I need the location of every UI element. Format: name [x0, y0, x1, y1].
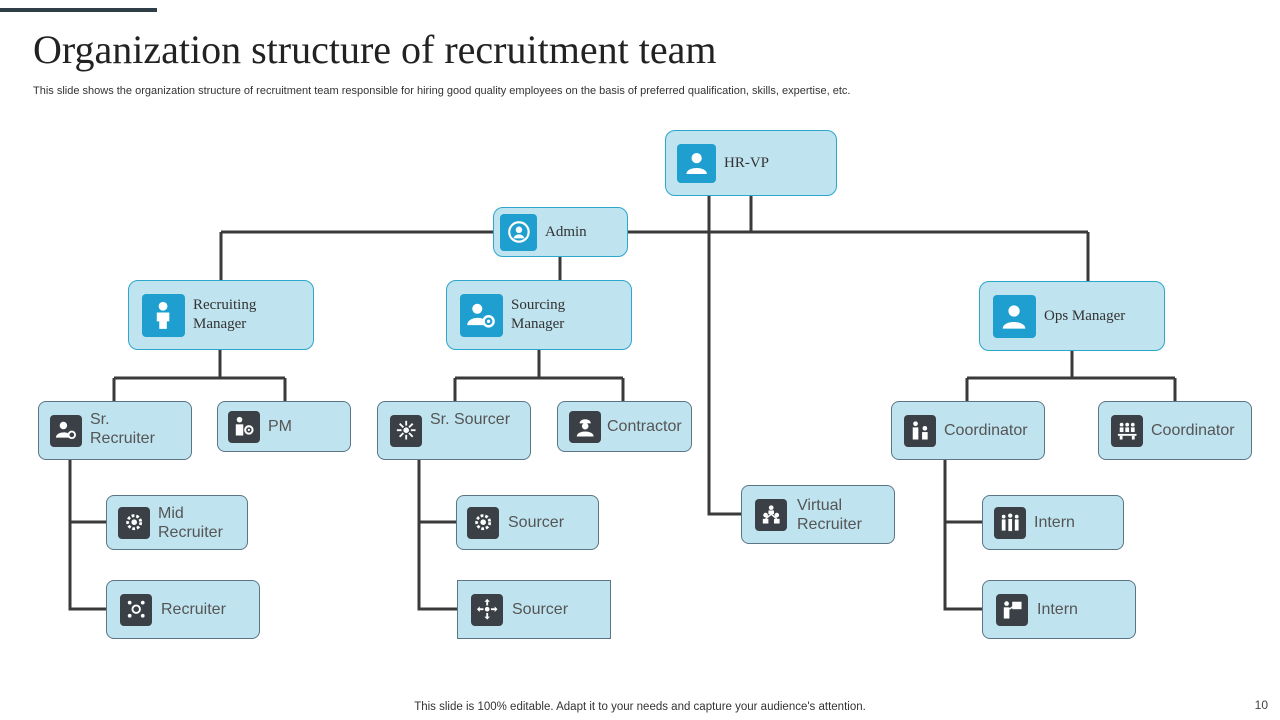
- node-sourcer-1: Sourcer: [456, 495, 599, 550]
- node-label: Intern: [1037, 601, 1078, 618]
- node-mid-recruiter: Mid Recruiter: [106, 495, 248, 550]
- people-gear-icon: [120, 593, 152, 626]
- node-label: PM: [268, 418, 292, 435]
- people-icon: [904, 414, 936, 447]
- node-label: Admin: [545, 223, 587, 240]
- user-gear-icon: [460, 293, 503, 337]
- node-hr-vp: HR-VP: [665, 130, 837, 196]
- node-label: Ops Manager: [1044, 307, 1126, 324]
- connector-sr-recruiter-down: [68, 460, 106, 611]
- node-label: Sr. Sourcer: [430, 411, 511, 428]
- gear-icon: [118, 506, 150, 539]
- node-label: Recruiting Manager: [193, 297, 257, 332]
- node-coordinator-1: Coordinator: [891, 401, 1045, 460]
- page-number: 10: [1254, 698, 1268, 712]
- person-gear-icon: [228, 410, 260, 443]
- user-icon: [993, 294, 1036, 338]
- node-label: Sourcer: [508, 514, 565, 531]
- node-ops-manager: Ops Manager: [979, 281, 1165, 351]
- network-icon: [390, 414, 422, 447]
- connector-to-virtual-recruiter: [707, 196, 741, 516]
- slide-title: Organization structure of recruitment te…: [33, 27, 717, 72]
- hierarchy-icon: [755, 498, 787, 531]
- worker-icon: [569, 410, 601, 443]
- person-icon: [142, 293, 185, 337]
- connector-coordinator-down: [943, 460, 982, 611]
- node-contractor: Contractor: [557, 401, 692, 452]
- top-accent-bar: [0, 8, 157, 12]
- node-label: Sourcing Manager: [511, 297, 566, 332]
- node-label: Intern: [1034, 514, 1075, 531]
- node-label: HR-VP: [724, 154, 770, 171]
- node-label: Sourcer: [512, 601, 569, 618]
- node-sr-recruiter: Sr. Recruiter: [38, 401, 192, 460]
- presenter-icon: [996, 593, 1028, 626]
- user-circle-icon: [500, 213, 537, 251]
- node-intern-1: Intern: [982, 495, 1124, 550]
- node-label: Mid Recruiter: [158, 504, 223, 541]
- group-icon: [994, 506, 1026, 539]
- node-recruiting-manager: Recruiting Manager: [128, 280, 314, 350]
- slide-footer: This slide is 100% editable. Adapt it to…: [414, 701, 866, 713]
- user-gear-icon: [50, 414, 82, 447]
- node-sourcing-manager: Sourcing Manager: [446, 280, 632, 350]
- node-admin: Admin: [493, 207, 628, 257]
- team-icon: [1111, 414, 1143, 447]
- node-virtual-recruiter: Virtual Recruiter: [741, 485, 895, 544]
- node-label: Recruiter: [161, 601, 226, 618]
- node-coordinator-2: Coordinator: [1098, 401, 1252, 460]
- node-label: Virtual Recruiter: [797, 496, 862, 533]
- node-pm: PM: [217, 401, 351, 452]
- node-label: Coordinator: [1151, 422, 1235, 439]
- node-label: Coordinator: [944, 422, 1028, 439]
- gear-icon: [467, 506, 499, 539]
- node-sourcer-2: Sourcer: [457, 580, 611, 639]
- node-sr-sourcer: Sr. Sourcer: [377, 401, 531, 460]
- user-icon: [677, 143, 716, 183]
- connector-sr-sourcer-down: [417, 460, 457, 611]
- node-recruiter: Recruiter: [106, 580, 260, 639]
- node-label: Contractor: [607, 418, 682, 435]
- arrows-icon: [471, 593, 503, 626]
- node-intern-2: Intern: [982, 580, 1136, 639]
- node-label: Sr. Recruiter: [90, 410, 155, 447]
- slide-subtitle: This slide shows the organization struct…: [33, 85, 851, 97]
